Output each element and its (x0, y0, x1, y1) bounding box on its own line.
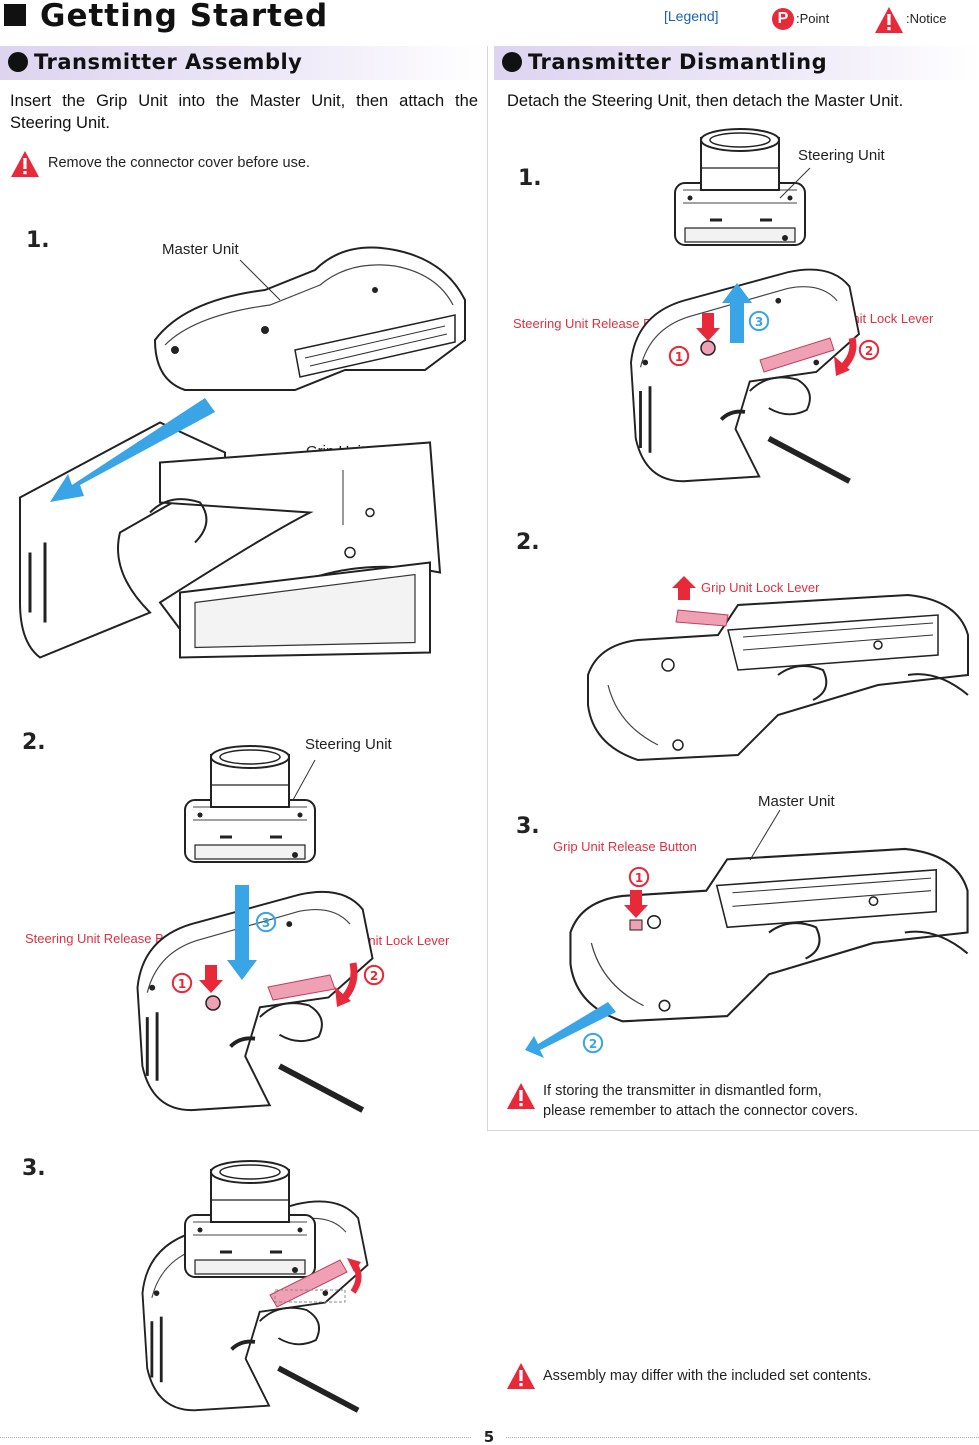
assembly-section-heading: Transmitter Assembly (0, 46, 482, 80)
dismantling-intro: Detach the Steering Unit, then detach th… (507, 92, 904, 110)
page-title: Getting Started (40, 0, 329, 34)
insert-arrow (50, 398, 215, 502)
dismantling-section-heading: Transmitter Dismantling (494, 46, 978, 80)
dismantling-step-1-number: 1. (518, 166, 542, 191)
point-legend-label: :Point (796, 11, 830, 26)
master-unit-label: Master Unit (758, 793, 835, 810)
grip-release-button-label: Grip Unit Release Button (553, 839, 697, 854)
steering-unit-label: Steering Unit (305, 736, 392, 753)
slide-out-arrow (525, 1002, 616, 1058)
svg-text:1: 1 (635, 871, 643, 885)
dismantling-step-1-illustration: 1 2 3 (620, 128, 880, 486)
svg-text:1: 1 (178, 977, 186, 991)
svg-text:2: 2 (865, 344, 873, 358)
warning-triangle-icon (874, 6, 904, 34)
warning-triangle-icon (506, 1362, 536, 1390)
assembly-intro: Insert the Grip Unit into the Master Uni… (10, 92, 478, 132)
grip-lock-lever-label: Grip Unit Lock Lever (701, 580, 820, 595)
column-divider (487, 46, 488, 1131)
svg-text:2: 2 (370, 969, 378, 983)
svg-text:1: 1 (675, 350, 683, 364)
assembly-step-3-illustration (125, 1160, 475, 1418)
bottom-notice: Assembly may differ with the included se… (543, 1368, 872, 1384)
dismantling-step-2-illustration (587, 576, 969, 761)
bullet-icon (502, 52, 522, 72)
dismantling-notice-line-2: please remember to attach the connector … (543, 1103, 859, 1119)
point-icon: P (772, 8, 794, 30)
assembly-step-3-number: 3. (22, 1156, 46, 1181)
master-unit-label: Master Unit (162, 241, 239, 258)
assembly-notice: Remove the connector cover before use. (48, 155, 310, 171)
lever-up-arrow (672, 576, 696, 600)
svg-text:3: 3 (262, 916, 270, 930)
title-square-icon (4, 4, 26, 26)
steering-unit-label: Steering Unit (798, 147, 885, 164)
release-button-label: Steering Unit Release Button (25, 931, 193, 946)
dismantling-step-2-number: 2. (516, 530, 540, 555)
press-arrow (199, 965, 223, 993)
assembly-step-2-number: 2. (22, 730, 46, 755)
svg-text:3: 3 (755, 315, 763, 329)
warning-triangle-icon (10, 150, 40, 178)
bullet-icon (8, 52, 28, 72)
dismantling-step-3-illustration: 1 2 (525, 810, 969, 1058)
assembly-step-1-number: 1. (26, 228, 50, 253)
warning-triangle-icon (506, 1082, 536, 1110)
section-divider (487, 1130, 979, 1131)
svg-text:2: 2 (589, 1037, 597, 1051)
dismantling-step-3-number: 3. (516, 814, 540, 839)
dismantling-notice-line-1: If storing the transmitter in dismantled… (543, 1083, 822, 1099)
page-number: 5 (472, 1428, 506, 1445)
assembly-step-1-illustration (18, 246, 466, 660)
lift-up-arrow (722, 283, 752, 343)
attach-down-arrow (227, 885, 257, 980)
notice-legend-label: :Notice (906, 11, 947, 26)
legend-label: [Legend] (664, 8, 719, 24)
release-button-label: Steering Unit Release Button (513, 316, 681, 331)
assembly-step-2-illustration: 1 2 3 (125, 745, 385, 1115)
